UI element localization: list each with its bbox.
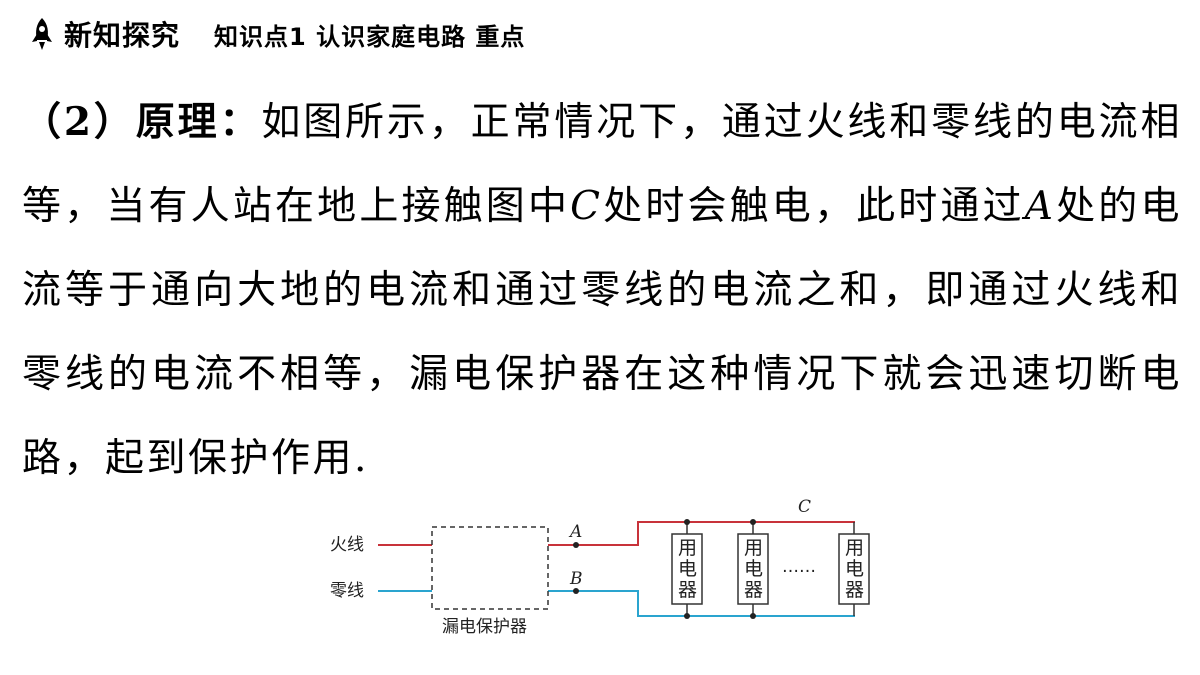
rocket-icon [32, 18, 52, 50]
topic-title: 知识点1 认识家庭电路 重点 [214, 22, 526, 51]
paragraph-text-3: 处的电流等于通向大地的电流和通过零线的电流之和，即通过火线和零线的电流不相等，漏… [22, 184, 1182, 481]
variable-c: C [570, 184, 603, 229]
leakage-protector-label: 漏电保护器 [442, 617, 527, 637]
paragraph-lead: （2）原理： [22, 99, 262, 145]
header: 新知探究 知识点1 认识家庭电路 重点 [26, 12, 525, 56]
appliance-2-char-2: 电 [744, 558, 763, 580]
principle-paragraph: （2）原理：如图所示，正常情况下，通过火线和零线的电流相等，当有人站在地上接触图… [22, 80, 1182, 501]
point-a-label: A [568, 522, 582, 542]
appliance-2-char-3: 器 [744, 579, 763, 601]
appliance-3-char-3: 器 [845, 579, 864, 601]
live-wire-right [548, 521, 855, 546]
leakage-protector-box [431, 526, 549, 610]
variable-a: A [1024, 184, 1056, 229]
appliance-3: 用 电 器 [838, 522, 870, 616]
circuit-diagram: 火线 零线 漏电保护器 A B C 用 电 器 用 电 器 …… [330, 497, 870, 637]
appliance-1: 用 电 器 [671, 519, 703, 619]
ellipsis: …… [782, 557, 816, 577]
point-b-label: B [569, 569, 583, 589]
appliance-1-char-2: 电 [678, 558, 697, 580]
point-a-dot [573, 542, 579, 548]
appliance-2-char-1: 用 [744, 537, 763, 559]
point-c-label: C [798, 497, 811, 517]
point-b-dot [573, 588, 579, 594]
neutral-wire-right [548, 590, 855, 617]
appliance-1-char-1: 用 [678, 537, 697, 559]
appliance-2: 用 电 器 [737, 519, 769, 619]
neutral-wire-label: 零线 [330, 581, 364, 601]
section-title: 新知探究 [64, 19, 181, 52]
paragraph-text-1: 如图所示，正常情况下，通过火线和零线的电流相等，当有人站在地上接触图中 [22, 100, 1182, 229]
appliance-3-char-2: 电 [845, 558, 864, 580]
paragraph-text-2: 处时会触电，此时通过 [602, 184, 1025, 229]
appliance-3-char-1: 用 [845, 537, 864, 559]
live-wire-label: 火线 [330, 535, 364, 555]
appliance-1-char-3: 器 [678, 579, 697, 601]
